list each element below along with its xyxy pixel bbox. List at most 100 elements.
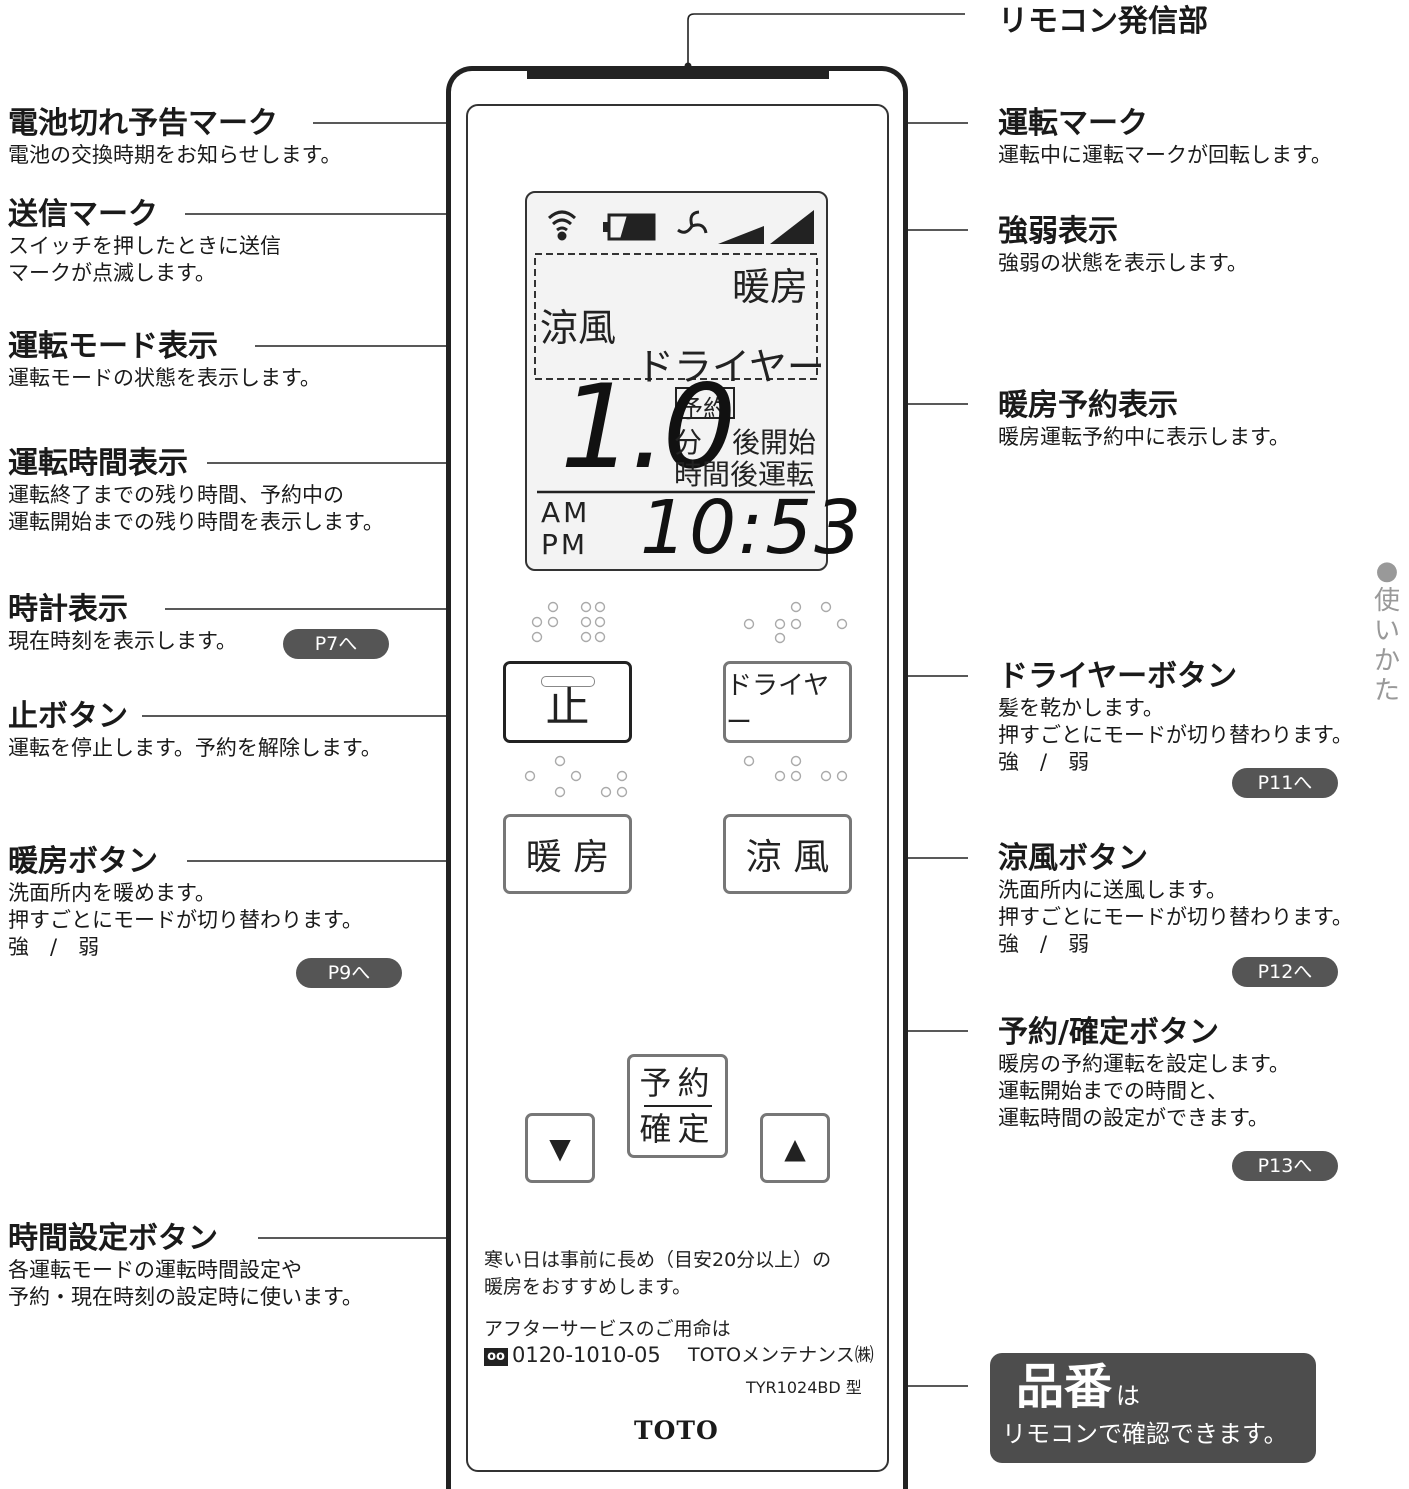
- remote-face: [466, 104, 889, 1472]
- clock-title: 時計表示: [8, 592, 128, 627]
- transmit-desc-1: スイッチを押したときに送信: [8, 234, 281, 258]
- running-annotation: 運転マーク 運転中に運転マークが回転します。: [998, 106, 1332, 169]
- emitter-title: リモコン発信部: [998, 4, 1208, 39]
- heat-button[interactable]: 暖 房: [503, 814, 632, 894]
- transmit-desc-2: マークが点滅します。: [8, 261, 216, 285]
- mode-area-box: [534, 253, 818, 380]
- lcd-clock: 10:53: [640, 485, 864, 571]
- strength-strong-icon: [770, 210, 814, 244]
- freedial-icon-text: oo: [487, 1349, 505, 1364]
- heat-desc-2: 押すごとにモードが切り替わります。: [8, 908, 363, 932]
- service-company: TOTOメンテナンス㈱: [688, 1344, 874, 1366]
- lcd-after-start-label: 後開始: [732, 426, 817, 459]
- strength-title: 強弱表示: [998, 214, 1118, 249]
- confirm-button-label: 確定: [639, 1110, 716, 1149]
- dryer-button[interactable]: ドライヤー: [723, 661, 852, 743]
- heat-title: 暖房ボタン: [8, 844, 158, 879]
- clock-desc: 現在時刻を表示します。: [8, 629, 237, 653]
- lcd-reserve-label: 予約: [679, 395, 727, 423]
- time-annotation: 運転時間表示 運転終了までの残り時間、予約中の 運転開始までの残り時間を表示しま…: [8, 446, 384, 536]
- model-number: TYR1024BD 型: [746, 1378, 862, 1397]
- stop-button-label: 止: [545, 681, 590, 732]
- stop-indicator-lamp: [541, 676, 595, 687]
- dryer-desc-1: 髪を乾かします。: [998, 696, 1164, 720]
- battery-desc: 電池の交換時期をお知らせします。: [8, 143, 342, 167]
- reserve-button-label: 予約: [639, 1063, 716, 1102]
- cool-desc-1: 洗面所内に送風します。: [998, 878, 1227, 902]
- heat-page-link[interactable]: P9へ: [296, 958, 402, 988]
- heat-reserve-desc: 暖房運転予約中に表示します。: [998, 425, 1290, 449]
- reserve-button-divider: [643, 1104, 712, 1108]
- cool-annotation: 涼風ボタン 洗面所内に送風します。 押すごとにモードが切り替わります。 強 / …: [998, 841, 1353, 958]
- lcd-duration: 1.0: [560, 360, 736, 495]
- heat-reserve-annotation: 暖房予約表示 暖房運転予約中に表示します。: [998, 388, 1290, 451]
- running-desc: 運転中に運転マークが回転します。: [998, 143, 1332, 167]
- down-arrow-icon: ▼: [549, 1131, 571, 1165]
- transmit-title: 送信マーク: [8, 197, 158, 232]
- dryer-desc-2: 押すごとにモードが切り替わります。: [998, 723, 1353, 747]
- service-line1: アフターサービスのご用命は: [484, 1318, 731, 1340]
- cool-desc-2: 押すごとにモードが切り替わります。: [998, 905, 1353, 929]
- reserve-confirm-button[interactable]: 予約 確定: [627, 1054, 728, 1158]
- reserve-desc-2: 運転開始までの時間と、: [998, 1079, 1229, 1103]
- time-desc-1: 運転終了までの残り時間、予約中の: [8, 483, 344, 507]
- side-tab: ● 使 い か た: [1372, 556, 1402, 706]
- cool-button[interactable]: 涼 風: [723, 814, 852, 894]
- freedial-icon: oo: [484, 1348, 508, 1366]
- time-title: 運転時間表示: [8, 446, 188, 481]
- cool-desc-3: 強 / 弱: [998, 932, 1090, 956]
- dryer-title: ドライヤーボタン: [998, 659, 1238, 694]
- tip-big-text: 品番: [1016, 1359, 1113, 1415]
- reserve-title: 予約/確定ボタン: [998, 1015, 1219, 1050]
- dryer-annotation: ドライヤーボタン 髪を乾かします。 押すごとにモードが切り替わります。 強 / …: [998, 659, 1353, 776]
- stop-button[interactable]: 止: [503, 661, 632, 743]
- timeset-desc-2: 予約・現在時刻の設定時に使います。: [8, 1285, 363, 1309]
- reserve-annotation: 予約/確定ボタン 暖房の予約運転を設定します。 運転開始までの時間と、 運転時間…: [998, 1015, 1290, 1132]
- side-tab-char-4: た: [1373, 676, 1400, 706]
- cool-title: 涼風ボタン: [998, 841, 1148, 876]
- reserve-desc-3: 運転時間の設定ができます。: [998, 1106, 1269, 1130]
- strength-weak-icon: [718, 226, 764, 244]
- transmit-icon: [547, 210, 577, 241]
- cool-page-link[interactable]: P12へ: [1232, 957, 1338, 987]
- tip-text: リモコンで確認できます。: [1002, 1420, 1288, 1448]
- battery-title: 電池切れ予告マーク: [8, 106, 278, 141]
- lcd-heat-label: 暖房: [732, 265, 809, 309]
- up-arrow-icon: ▲: [784, 1131, 806, 1165]
- dryer-desc-3: 強 / 弱: [998, 750, 1090, 774]
- clock-page-link[interactable]: P7へ: [283, 629, 389, 659]
- lcd-hours-after-label: 時間後運転: [674, 458, 815, 491]
- running-title: 運転マーク: [998, 106, 1148, 141]
- stop-desc: 運転を停止します。予約を解除します。: [8, 736, 382, 760]
- side-tab-char-3: か: [1373, 646, 1400, 676]
- mode-title: 運転モード表示: [8, 329, 218, 364]
- time-up-button[interactable]: ▲: [760, 1113, 830, 1183]
- mode-annotation: 運転モード表示 運転モードの状態を表示します。: [8, 329, 321, 392]
- service-phone: 0120-1010-05: [512, 1343, 661, 1367]
- brand-logo: TOTO: [634, 1416, 719, 1445]
- heat-annotation: 暖房ボタン 洗面所内を暖めます。 押すごとにモードが切り替わります。 強 / 弱: [8, 844, 363, 961]
- dryer-page-link[interactable]: P11へ: [1232, 768, 1338, 798]
- cool-button-label: 涼 風: [745, 837, 830, 878]
- reserve-page-link[interactable]: P13へ: [1232, 1151, 1338, 1181]
- emitter-annotation: リモコン発信部: [998, 4, 1208, 40]
- mode-desc: 運転モードの状態を表示します。: [8, 366, 321, 390]
- tip-small-text: は: [1116, 1382, 1140, 1410]
- lcd-min-label: 分: [674, 426, 703, 459]
- side-tab-char-2: い: [1373, 616, 1400, 646]
- battery-annotation: 電池切れ予告マーク 電池の交換時期をお知らせします。: [8, 106, 341, 169]
- model-tip-box: 品番 は リモコンで確認できます。: [990, 1353, 1316, 1463]
- strength-annotation: 強弱表示 強弱の状態を表示します。: [998, 214, 1248, 277]
- heat-desc-1: 洗面所内を暖めます。: [8, 881, 216, 905]
- time-desc-2: 運転開始までの残り時間を表示します。: [8, 510, 384, 534]
- time-down-button[interactable]: ▼: [525, 1113, 595, 1183]
- lcd-am-label: AM: [541, 496, 591, 529]
- lcd-cool-label: 涼風: [540, 306, 617, 350]
- stop-annotation: 止ボタン 運転を停止します。予約を解除します。: [8, 699, 382, 762]
- side-tab-char-1: 使: [1373, 586, 1400, 616]
- reserve-desc-1: 暖房の予約運転を設定します。: [998, 1052, 1290, 1076]
- remote-emitter: [527, 66, 829, 79]
- transmit-annotation: 送信マーク スイッチを押したときに送信 マークが点滅します。: [8, 197, 281, 287]
